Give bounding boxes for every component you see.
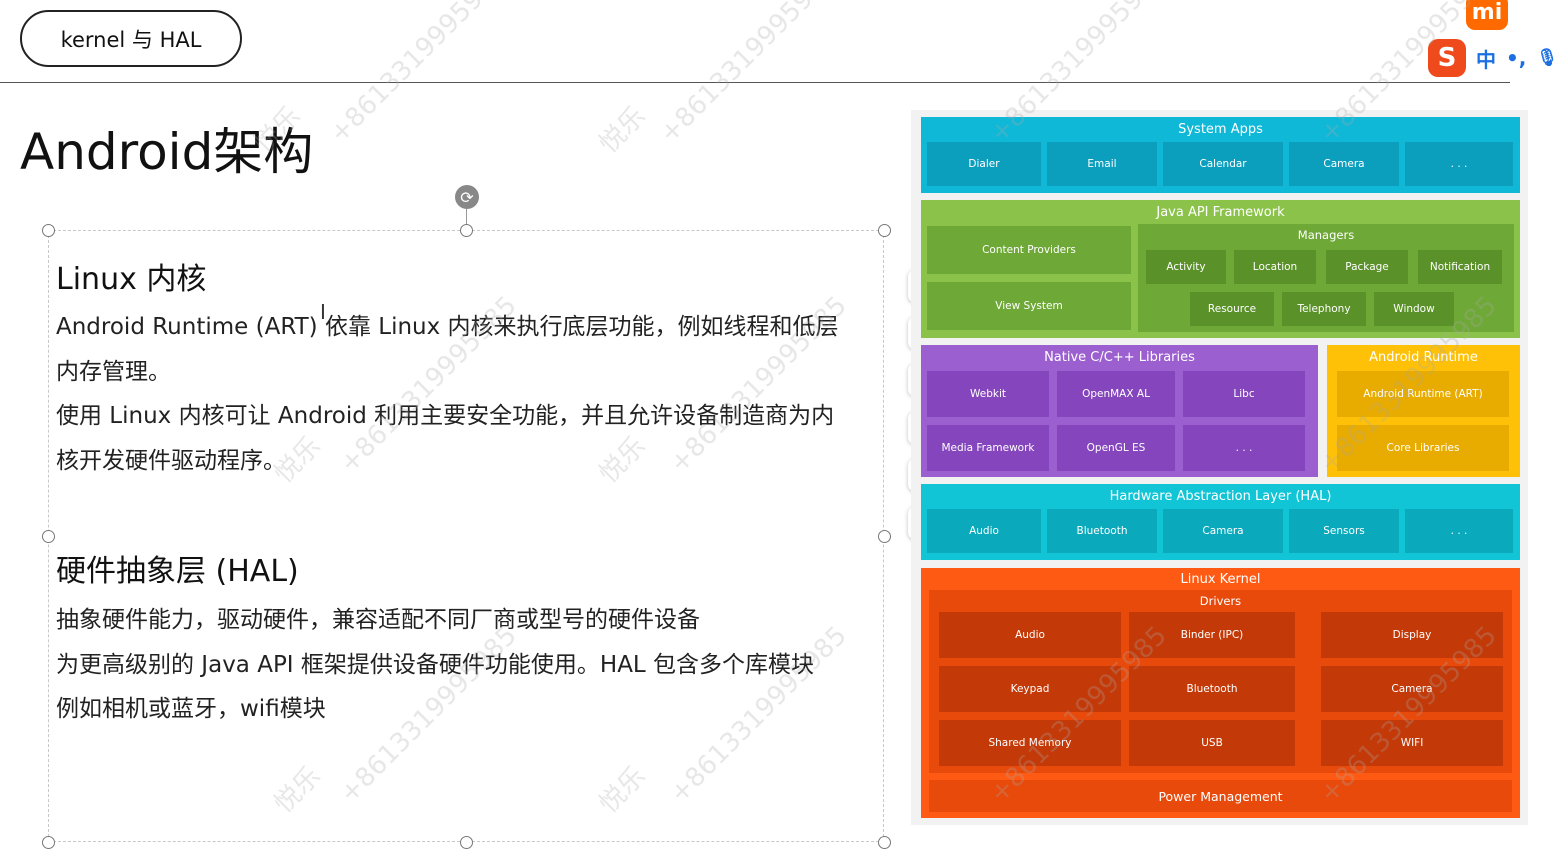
diagram-box: Bluetooth <box>1129 666 1295 712</box>
rotate-connector <box>466 209 467 225</box>
layer-title: Linux Kernel <box>1180 572 1261 587</box>
diagram-box: Resource <box>1190 292 1274 326</box>
paragraph-line[interactable]: 为更高级别的 Java API 框架提供设备硬件功能使用。HAL 包含多个库模块 <box>56 652 815 678</box>
ime-punctuation-toggle[interactable]: •, <box>1506 46 1527 70</box>
layer-title: System Apps <box>1178 122 1263 137</box>
layer-system-apps: System Apps Dialer Email Calendar Camera… <box>921 117 1520 193</box>
diagram-box: Camera <box>1289 142 1399 186</box>
mi-logo-icon: mi <box>1466 0 1508 30</box>
drivers-title: Drivers <box>1199 594 1242 608</box>
diagram-box: Package <box>1326 250 1408 284</box>
layer-title: Java API Framework <box>1156 205 1285 220</box>
layer-title: Hardware Abstraction Layer (HAL) <box>1109 489 1332 504</box>
paragraph-line[interactable]: Android Runtime (ART) 依靠 Linux 内核来执行底层功能… <box>56 314 839 340</box>
diagram-box: Keypad <box>939 666 1121 712</box>
slide-title: Android架构 <box>20 123 314 181</box>
power-management-box: Power Management <box>929 780 1512 812</box>
resize-handle-right[interactable] <box>878 530 891 543</box>
diagram-box: Audio <box>939 612 1121 658</box>
layer-title: Android Runtime <box>1369 350 1478 365</box>
resize-handle-top[interactable] <box>460 224 473 237</box>
section-tag-pill[interactable]: kernel 与 HAL <box>20 10 242 67</box>
diagram-box: Camera <box>1321 666 1503 712</box>
paragraph-line[interactable]: 内存管理。 <box>56 359 171 385</box>
managers-title: Managers <box>1297 228 1355 242</box>
diagram-box: . . . <box>1405 142 1513 186</box>
layer-title: Native C/C++ Libraries <box>1044 350 1195 365</box>
microphone-icon[interactable]: 🎙 <box>1536 48 1558 68</box>
diagram-box: View System <box>927 282 1131 330</box>
diagram-box: Sensors <box>1289 509 1399 553</box>
diagram-box: WIFI <box>1321 720 1503 766</box>
diagram-box: Content Providers <box>927 226 1131 274</box>
section-heading-linux-kernel[interactable]: Linux 内核 <box>56 262 207 297</box>
resize-handle-left[interactable] <box>42 530 55 543</box>
diagram-box: Dialer <box>927 142 1041 186</box>
rotate-handle-icon[interactable]: ⟳ <box>455 185 479 209</box>
ime-status-bar[interactable]: S 中 •, 🎙 <box>1428 38 1564 78</box>
paragraph-line[interactable]: 使用 Linux 内核可让 Android 利用主要安全功能，并且允许设备制造商… <box>56 403 835 429</box>
paragraph-line[interactable]: 例如相机或蓝牙，wifi模块 <box>56 696 326 722</box>
diagram-box: Shared Memory <box>939 720 1121 766</box>
header-divider <box>0 82 1510 83</box>
layer-android-runtime: Android Runtime Android Runtime (ART) Co… <box>1327 345 1520 477</box>
resize-handle-bottom-left[interactable] <box>42 836 55 849</box>
diagram-box: OpenGL ES <box>1057 425 1175 471</box>
diagram-box: Webkit <box>927 371 1049 417</box>
resize-handle-top-right[interactable] <box>878 224 891 237</box>
text-cursor-icon: I <box>320 300 326 324</box>
diagram-box: Libc <box>1183 371 1305 417</box>
diagram-box: USB <box>1129 720 1295 766</box>
diagram-box: Core Libraries <box>1337 425 1509 471</box>
diagram-box: Android Runtime (ART) <box>1337 371 1509 417</box>
diagram-box: Media Framework <box>927 425 1049 471</box>
resize-handle-bottom[interactable] <box>460 836 473 849</box>
diagram-box: Bluetooth <box>1047 509 1157 553</box>
section-heading-hal[interactable]: 硬件抽象层 (HAL) <box>56 554 299 589</box>
layer-native-libraries: Native C/C++ Libraries Webkit OpenMAX AL… <box>921 345 1318 477</box>
paragraph-line[interactable]: 抽象硬件能力，驱动硬件，兼容适配不同厂商或型号的硬件设备 <box>56 607 700 633</box>
section-tag-label: kernel 与 HAL <box>60 27 202 52</box>
diagram-box: Telephony <box>1282 292 1366 326</box>
android-architecture-diagram: System Apps Dialer Email Calendar Camera… <box>911 110 1528 825</box>
layer-java-api-framework: Java API Framework Content Providers Vie… <box>921 200 1520 338</box>
diagram-box: . . . <box>1183 425 1305 471</box>
diagram-box: Camera <box>1163 509 1283 553</box>
diagram-box: Window <box>1374 292 1454 326</box>
diagram-box: OpenMAX AL <box>1057 371 1175 417</box>
drivers-group: Drivers Audio Binder (IPC) Display Keypa… <box>929 590 1512 773</box>
resize-handle-bottom-right[interactable] <box>878 836 891 849</box>
watermark-text: +8613319995985 <box>654 0 843 150</box>
watermark-text: 悦乐 <box>593 101 652 160</box>
diagram-box: Audio <box>927 509 1041 553</box>
diagram-box: Notification <box>1418 250 1502 284</box>
watermark-text: +8613319995985 <box>324 0 513 150</box>
diagram-box: Email <box>1047 142 1157 186</box>
ime-mode-chinese[interactable]: 中 <box>1476 47 1496 72</box>
layer-hal: Hardware Abstraction Layer (HAL) Audio B… <box>921 484 1520 560</box>
managers-group: Managers Activity Location Package Notif… <box>1138 224 1514 332</box>
diagram-box: Location <box>1234 250 1316 284</box>
diagram-box: Display <box>1321 612 1503 658</box>
sogou-ime-icon[interactable]: S <box>1428 39 1466 77</box>
diagram-box: Calendar <box>1163 142 1283 186</box>
diagram-box: Binder (IPC) <box>1129 612 1295 658</box>
layer-linux-kernel: Linux Kernel Drivers Audio Binder (IPC) … <box>921 568 1520 818</box>
diagram-box: . . . <box>1405 509 1513 553</box>
paragraph-line[interactable]: 核开发硬件驱动程序。 <box>56 448 286 474</box>
diagram-box: Activity <box>1146 250 1226 284</box>
resize-handle-top-left[interactable] <box>42 224 55 237</box>
